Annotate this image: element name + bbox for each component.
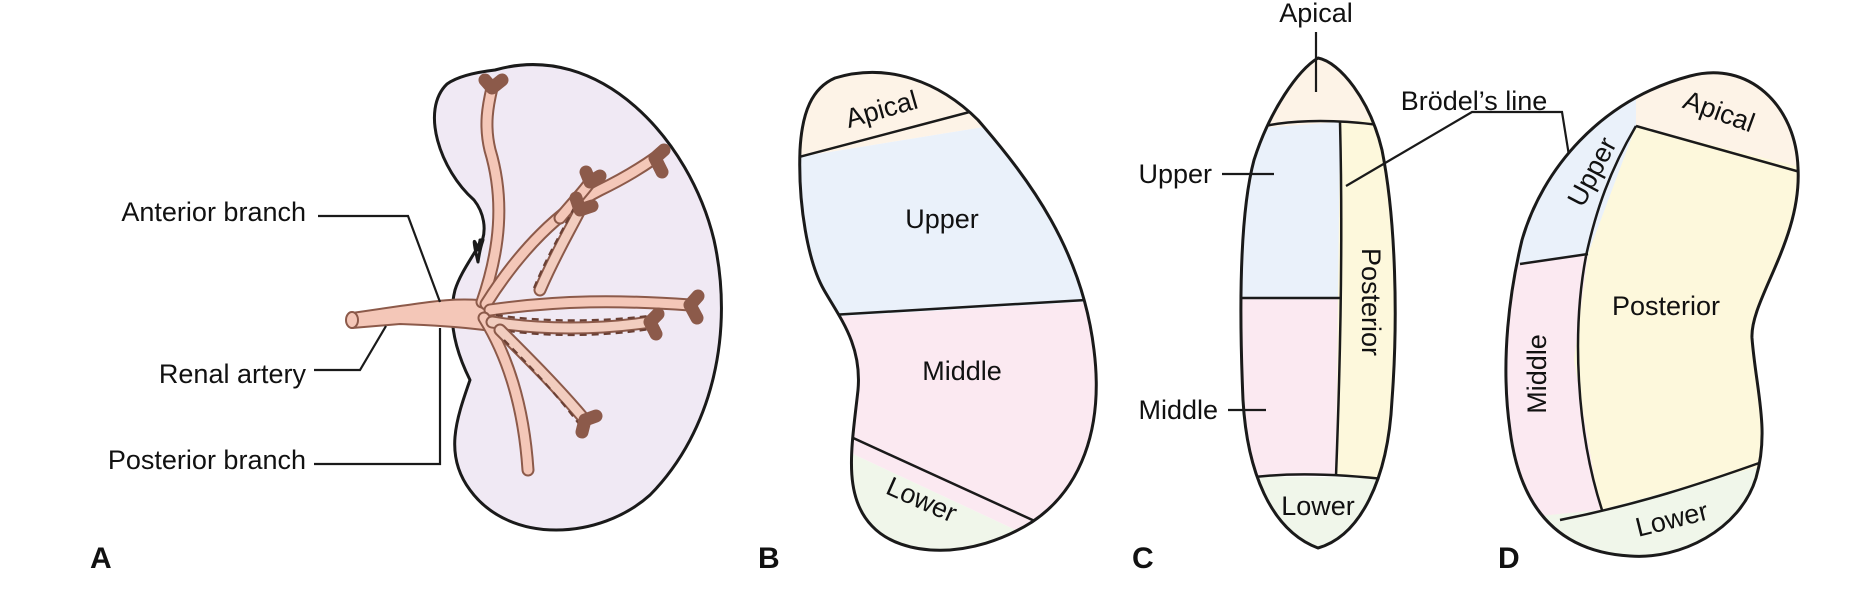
posterior-branch-vessels [485,191,665,439]
leader-posterior-branch [314,328,442,466]
renal-artery-cut-end [345,311,359,329]
segment-lower [799,420,1080,551]
segment-middle [799,300,1097,551]
segment-c-upper [1240,122,1340,298]
panel-letter-a: A [90,542,112,575]
label-c-posterior: Posterior [1356,248,1386,356]
renal-artery-trunk [346,298,487,331]
panel-d: Apical Upper Posterior Middle Lower D [1498,71,1800,575]
segment-d-lower [1505,450,1799,557]
label-anterior-branch: Anterior branch [121,197,306,227]
kidney-outline-b [798,70,1098,552]
label-b-middle: Middle [922,356,1002,386]
label-c-apical: Apical [1279,0,1353,28]
panel-b: Apical Upper Middle Lower B [758,70,1098,575]
leader-renal-artery [314,325,387,372]
label-d-posterior: Posterior [1612,291,1720,321]
label-d-middle: Middle [1522,334,1552,414]
label-brodels-line: Brödel’s line [1401,86,1548,116]
label-c-lower: Lower [1281,491,1355,521]
label-b-upper: Upper [905,204,979,234]
label-posterior-branch: Posterior branch [108,445,306,475]
segment-d-middle [1505,254,1600,520]
segment-apical [799,72,1097,160]
segment-c-apical [1240,58,1396,130]
panel-letter-d: D [1498,542,1520,575]
leader-anterior-branch [318,214,442,303]
label-c-middle: Middle [1138,395,1218,425]
panel-a: Anterior branch Renal artery Posterior b… [90,63,723,575]
panel-letter-c: C [1132,542,1154,575]
segment-c-middle [1240,298,1338,476]
kidney-outline-d [1504,71,1800,558]
label-c-upper: Upper [1138,159,1212,189]
label-renal-artery: Renal artery [159,359,307,389]
panel-letter-b: B [758,542,780,575]
